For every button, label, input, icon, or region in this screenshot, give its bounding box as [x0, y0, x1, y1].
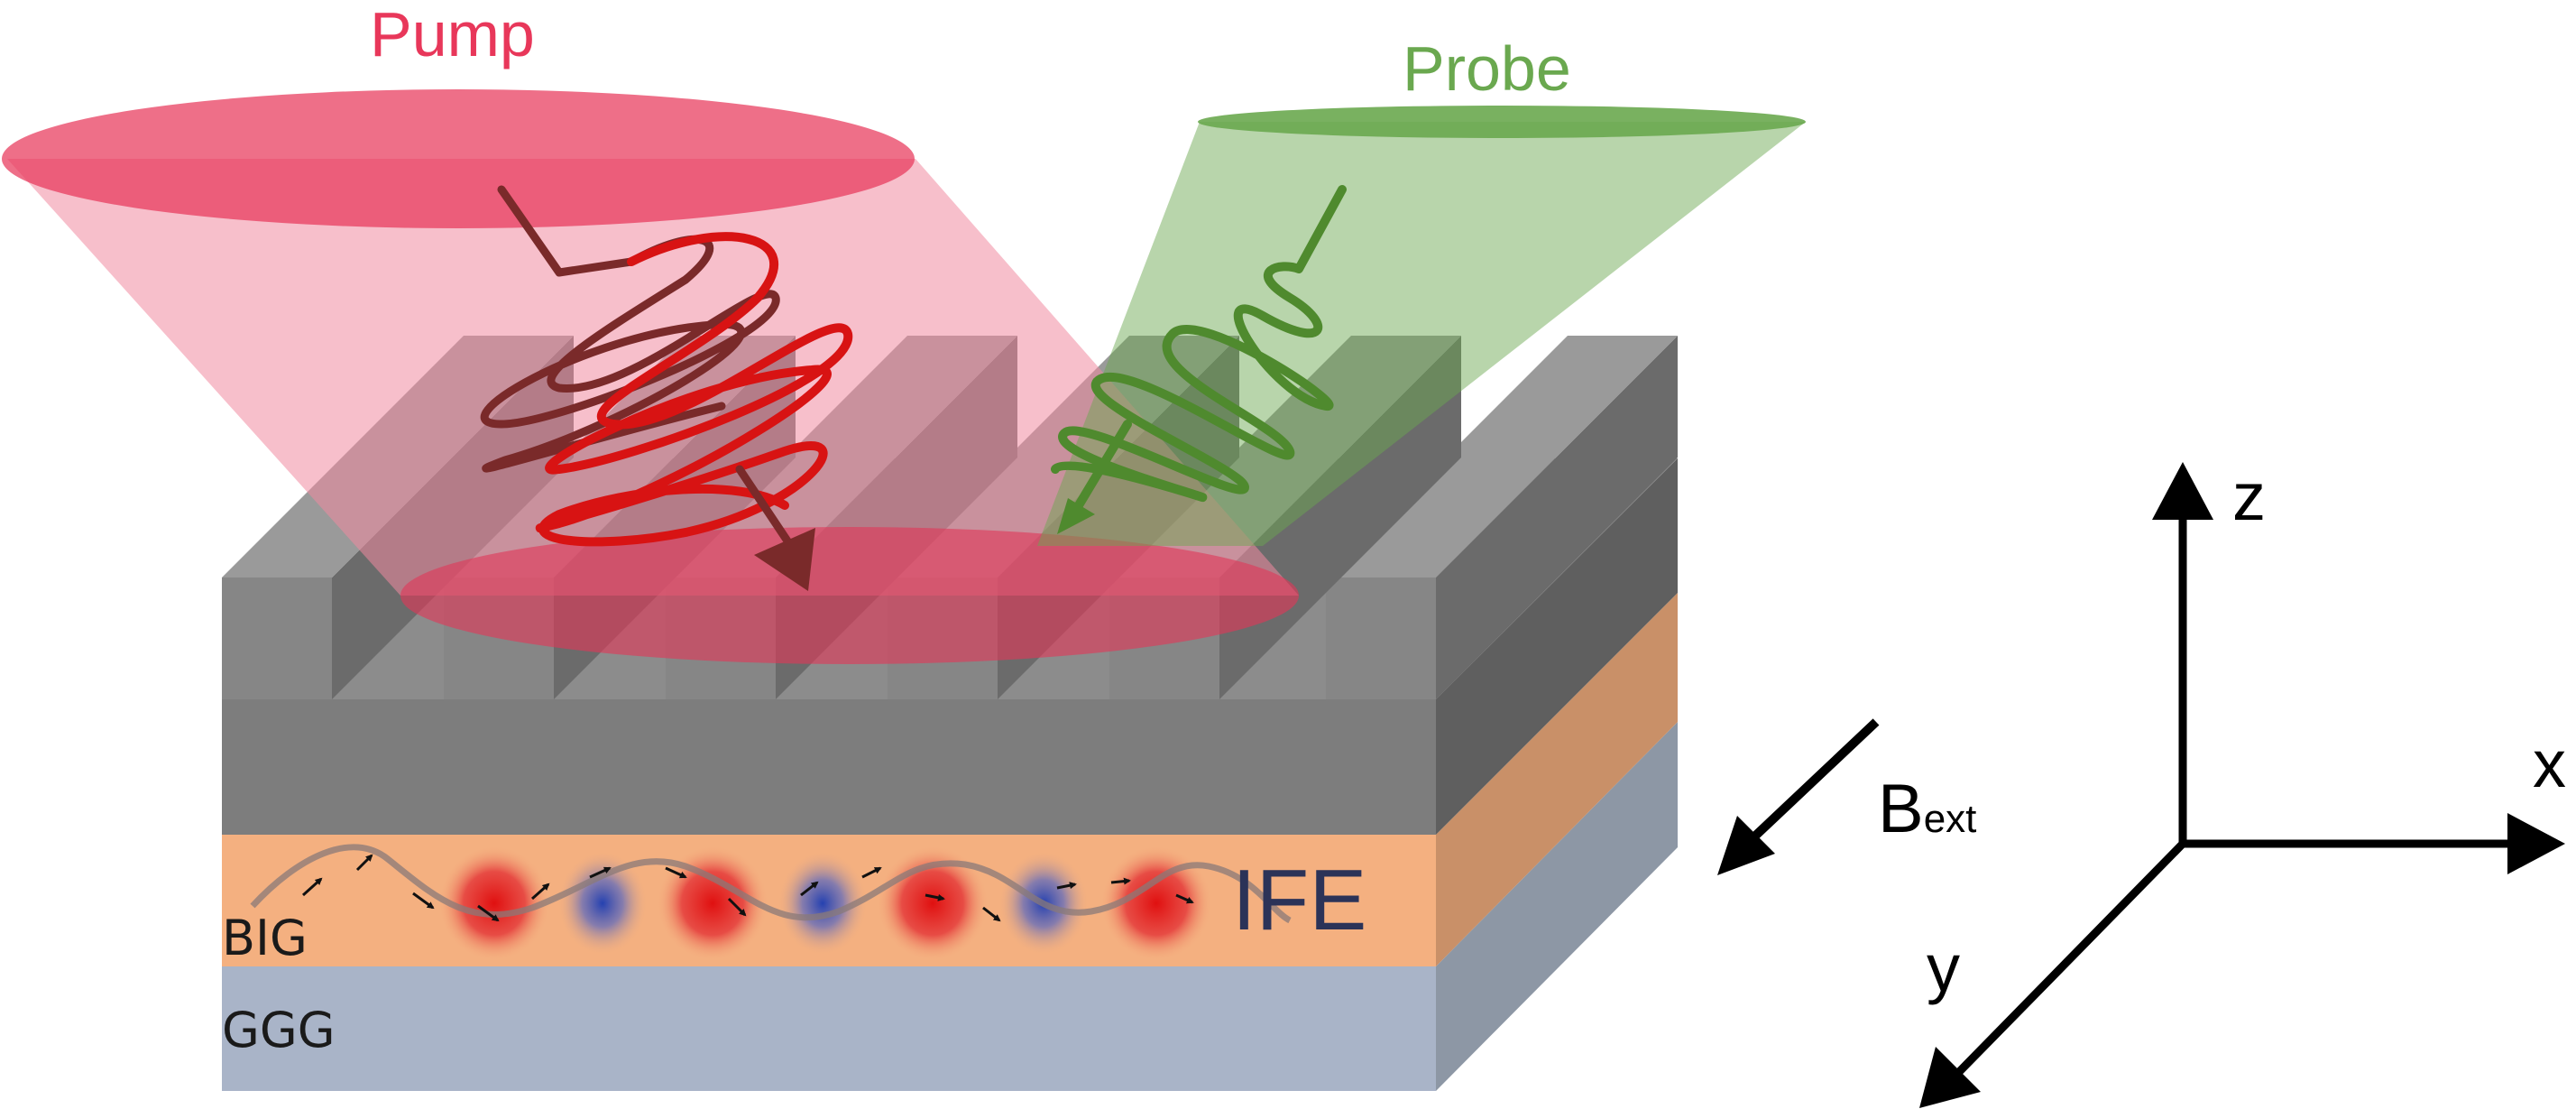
- spin-arrow-icon: [800, 881, 819, 897]
- probe-wave-tail: [1069, 420, 1132, 519]
- spin-arrow-icon: [301, 877, 323, 897]
- spin-arrow-icon: [355, 854, 373, 872]
- spin-wave-curve: [250, 844, 1292, 924]
- spin-arrow-icon: [477, 904, 500, 922]
- big-layer-label: BIG: [222, 910, 308, 966]
- spin-arrow-icon: [1056, 882, 1077, 890]
- pump-helix-back: [480, 185, 780, 473]
- axis-z-arrowhead-icon: [2152, 462, 2213, 520]
- pump-helix-arrow-shaft: [735, 465, 798, 555]
- b-field-arrow-shaft: [1746, 718, 1880, 845]
- ggg-layer-front: [222, 966, 1436, 1091]
- pump-beam-source: [2, 89, 915, 228]
- spin-arrow-icon: [531, 883, 550, 901]
- b-field-arrow-icon: [1717, 718, 1880, 875]
- spin-arrow-icon: [1110, 877, 1131, 885]
- spin-arrow-icon: [589, 866, 612, 879]
- spin-arrow-icon: [861, 866, 882, 879]
- ggg-layer-side: [1436, 722, 1678, 1091]
- probe-beam-cone: [1037, 122, 1806, 546]
- ife-blue-spot: [777, 851, 868, 956]
- axis-y-line: [1954, 840, 2186, 1077]
- ife-blue-spot: [557, 851, 648, 956]
- axis-x-arrowhead-icon: [2507, 813, 2565, 874]
- grating-base-front: [222, 699, 1436, 835]
- probe-label: Probe: [1403, 33, 1571, 104]
- grating-ridge-top: [1326, 336, 1678, 578]
- grating-ridge-front: [222, 578, 332, 699]
- spin-arrows: [301, 854, 1194, 922]
- grating-base-side: [1436, 458, 1678, 835]
- probe-beam-source: [1198, 106, 1806, 138]
- axis-x-label: x: [2533, 726, 2566, 801]
- pump-helix-icon: [480, 185, 853, 591]
- spin-arrow-icon: [412, 892, 435, 910]
- big-layer-side: [1436, 593, 1678, 966]
- pump-helix-arrowhead-icon: [754, 528, 815, 591]
- ggg-layer-label: GGG: [222, 1002, 336, 1058]
- pump-spot-on-sample: [400, 527, 1299, 664]
- axis-y-label: y: [1927, 930, 1960, 1005]
- spin-arrow-icon: [727, 897, 747, 917]
- grating-ridge-side: [1436, 336, 1678, 699]
- b-field-arrowhead: [1717, 816, 1775, 875]
- probe-wave-path: [1051, 185, 1347, 503]
- b-field-label: Bext: [1878, 771, 1976, 847]
- axis-arrows-icon: [1954, 505, 2525, 1077]
- b-field-main: B: [1878, 771, 1924, 847]
- spin-arrow-icon: [925, 893, 945, 901]
- ife-pattern: [250, 844, 1292, 961]
- spin-arrow-icon: [982, 906, 1001, 922]
- probe-wave-icon: [1051, 185, 1347, 534]
- pump-label: Pump: [370, 0, 535, 69]
- ife-red-spot: [438, 846, 550, 961]
- grating-ridge-front: [1326, 578, 1436, 699]
- b-field-sub: ext: [1924, 797, 1977, 841]
- ife-label: IFE: [1232, 852, 1366, 948]
- axis-z-label: z: [2232, 459, 2266, 534]
- spin-arrow-icon: [1175, 893, 1194, 904]
- probe-beam: [1037, 106, 1806, 546]
- spin-arrow-icon: [665, 866, 687, 879]
- ife-red-spot: [1100, 846, 1212, 961]
- probe-arrowhead-icon: [1057, 498, 1095, 534]
- pump-helix-front: [535, 232, 853, 547]
- axis-y-arrowhead-icon: [1919, 1047, 1981, 1108]
